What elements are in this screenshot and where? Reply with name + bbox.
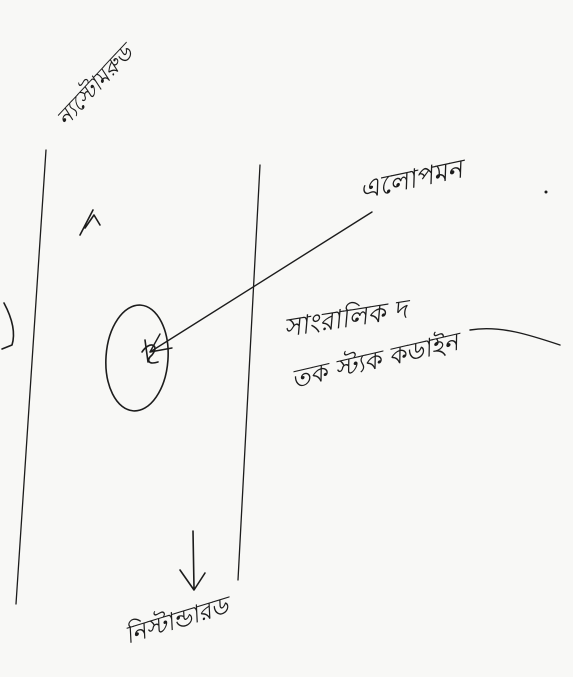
pointer-arrowhead-icon xyxy=(149,333,173,353)
down-arrow-icon xyxy=(179,530,206,591)
left-vertical-line xyxy=(15,149,47,605)
label-connector xyxy=(469,327,561,346)
dot-mark xyxy=(544,190,548,194)
right-vertical-line xyxy=(237,164,261,581)
edge-stroke xyxy=(1,302,15,350)
up-arrow-icon xyxy=(79,209,101,236)
cell-ellipse xyxy=(105,304,169,412)
pointer-line xyxy=(149,211,373,353)
nucleus-mark xyxy=(141,339,159,364)
